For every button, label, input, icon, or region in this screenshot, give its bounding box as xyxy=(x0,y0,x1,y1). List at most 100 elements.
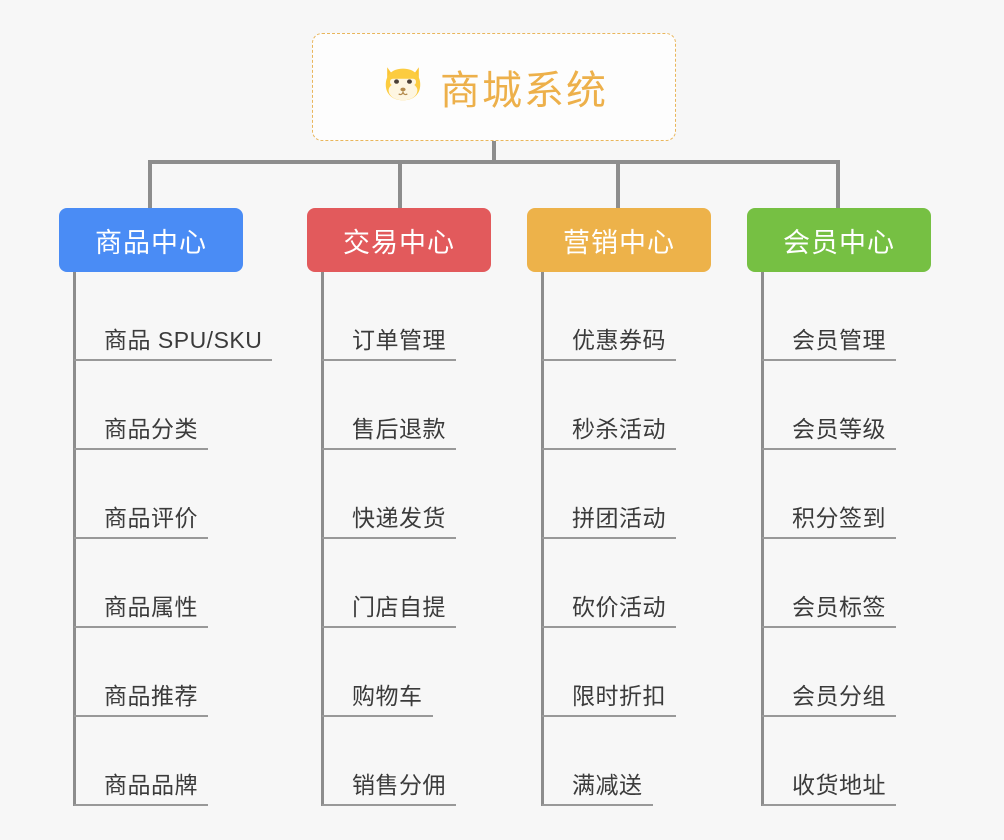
leaf-item[interactable]: 会员等级 xyxy=(747,361,931,450)
connector-stem xyxy=(492,141,496,163)
leaf-item[interactable]: 商品评价 xyxy=(59,450,243,539)
leaf-label: 会员等级 xyxy=(792,416,886,442)
leaf-underline xyxy=(322,804,456,806)
leaf-item[interactable]: 拼团活动 xyxy=(527,450,711,539)
leaf-underline xyxy=(74,448,208,450)
leaf-item[interactable]: 商品推荐 xyxy=(59,628,243,717)
leaf-underline xyxy=(74,359,272,361)
leaf-label: 会员管理 xyxy=(792,327,886,353)
branch-items-3: 优惠券码 秒杀活动 拼团活动 砍价活动 限时折扣 满减送 xyxy=(527,272,711,806)
branch-column-2: 交易中心 订单管理 售后退款 快递发货 门店自提 购物车 xyxy=(307,208,491,806)
leaf-underline xyxy=(542,715,676,717)
leaf-label: 商品 SPU/SKU xyxy=(104,327,263,353)
leaf-item[interactable]: 门店自提 xyxy=(307,539,491,628)
branch-items-4: 会员管理 会员等级 积分签到 会员标签 会员分组 收货地址 xyxy=(747,272,931,806)
shiba-dog-face-icon xyxy=(380,60,426,114)
leaf-label: 销售分佣 xyxy=(352,772,446,798)
branch-header-2[interactable]: 交易中心 xyxy=(307,208,491,272)
branch-header-1[interactable]: 商品中心 xyxy=(59,208,243,272)
leaf-item[interactable]: 会员分组 xyxy=(747,628,931,717)
connector-drop-4 xyxy=(836,160,840,209)
leaf-label: 会员分组 xyxy=(792,683,886,709)
branch-header-label: 商品中心 xyxy=(95,227,207,258)
branch-header-3[interactable]: 营销中心 xyxy=(527,208,711,272)
leaf-item[interactable]: 秒杀活动 xyxy=(527,361,711,450)
leaf-label: 砍价活动 xyxy=(572,594,666,620)
leaf-label: 商品属性 xyxy=(104,594,198,620)
leaf-item[interactable]: 售后退款 xyxy=(307,361,491,450)
leaf-item[interactable]: 订单管理 xyxy=(307,272,491,361)
leaf-underline xyxy=(762,715,896,717)
branch-header-label: 会员中心 xyxy=(783,227,895,258)
root-node[interactable]: 商城系统 xyxy=(312,33,676,141)
leaf-label: 收货地址 xyxy=(792,772,886,798)
leaf-item[interactable]: 商品分类 xyxy=(59,361,243,450)
leaf-item[interactable]: 购物车 xyxy=(307,628,491,717)
branch-spine-4 xyxy=(761,272,764,806)
leaf-underline xyxy=(762,448,896,450)
branch-column-3: 营销中心 优惠券码 秒杀活动 拼团活动 砍价活动 限时折扣 xyxy=(527,208,711,806)
leaf-underline xyxy=(542,537,676,539)
branch-column-1: 商品中心 商品 SPU/SKU 商品分类 商品评价 商品属性 商品推荐 xyxy=(59,208,272,806)
leaf-label: 拼团活动 xyxy=(572,505,666,531)
leaf-label: 门店自提 xyxy=(352,594,446,620)
leaf-underline xyxy=(542,626,676,628)
leaf-item[interactable]: 砍价活动 xyxy=(527,539,711,628)
leaf-item[interactable]: 满减送 xyxy=(527,717,711,806)
branch-spine-1 xyxy=(73,272,76,806)
leaf-label: 快递发货 xyxy=(352,505,446,531)
leaf-item[interactable]: 限时折扣 xyxy=(527,628,711,717)
leaf-underline xyxy=(74,715,208,717)
leaf-underline xyxy=(542,359,676,361)
connector-drop-3 xyxy=(616,160,620,209)
branch-items-2: 订单管理 售后退款 快递发货 门店自提 购物车 销售分佣 xyxy=(307,272,491,806)
leaf-item[interactable]: 积分签到 xyxy=(747,450,931,539)
leaf-underline xyxy=(762,537,896,539)
leaf-label: 购物车 xyxy=(352,683,423,709)
connector-drop-1 xyxy=(148,160,152,209)
leaf-underline xyxy=(762,804,896,806)
leaf-underline xyxy=(74,537,208,539)
leaf-underline xyxy=(74,626,208,628)
leaf-underline xyxy=(542,448,676,450)
branch-header-label: 营销中心 xyxy=(563,227,675,258)
branch-column-4: 会员中心 会员管理 会员等级 积分签到 会员标签 会员分组 xyxy=(747,208,931,806)
leaf-underline xyxy=(322,626,456,628)
leaf-item[interactable]: 商品属性 xyxy=(59,539,243,628)
leaf-underline xyxy=(542,804,653,806)
leaf-item[interactable]: 会员管理 xyxy=(747,272,931,361)
leaf-underline xyxy=(762,359,896,361)
leaf-label: 订单管理 xyxy=(352,327,446,353)
leaf-item[interactable]: 商品品牌 xyxy=(59,717,243,806)
leaf-label: 满减送 xyxy=(572,772,643,798)
leaf-label: 商品评价 xyxy=(104,505,198,531)
leaf-label: 会员标签 xyxy=(792,594,886,620)
leaf-item[interactable]: 商品 SPU/SKU xyxy=(59,272,272,361)
leaf-item[interactable]: 快递发货 xyxy=(307,450,491,539)
leaf-item[interactable]: 会员标签 xyxy=(747,539,931,628)
leaf-label: 限时折扣 xyxy=(572,683,666,709)
branch-items-1: 商品 SPU/SKU 商品分类 商品评价 商品属性 商品推荐 商品品牌 xyxy=(59,272,272,806)
leaf-label: 售后退款 xyxy=(352,416,446,442)
leaf-label: 积分签到 xyxy=(792,505,886,531)
leaf-underline xyxy=(74,804,208,806)
branch-header-4[interactable]: 会员中心 xyxy=(747,208,931,272)
leaf-label: 秒杀活动 xyxy=(572,416,666,442)
leaf-item[interactable]: 优惠券码 xyxy=(527,272,711,361)
leaf-item[interactable]: 销售分佣 xyxy=(307,717,491,806)
leaf-label: 商品分类 xyxy=(104,416,198,442)
branch-spine-2 xyxy=(321,272,324,806)
branch-spine-3 xyxy=(541,272,544,806)
leaf-label: 商品品牌 xyxy=(104,772,198,798)
root-title: 商城系统 xyxy=(440,69,608,113)
leaf-underline xyxy=(322,537,456,539)
leaf-underline xyxy=(762,626,896,628)
connector-drop-2 xyxy=(398,160,402,209)
leaf-underline xyxy=(322,448,456,450)
leaf-label: 优惠券码 xyxy=(572,327,666,353)
leaf-underline xyxy=(322,715,433,717)
leaf-item[interactable]: 收货地址 xyxy=(747,717,931,806)
connector-horizontal-bar xyxy=(148,160,840,164)
branch-header-label: 交易中心 xyxy=(343,227,455,258)
